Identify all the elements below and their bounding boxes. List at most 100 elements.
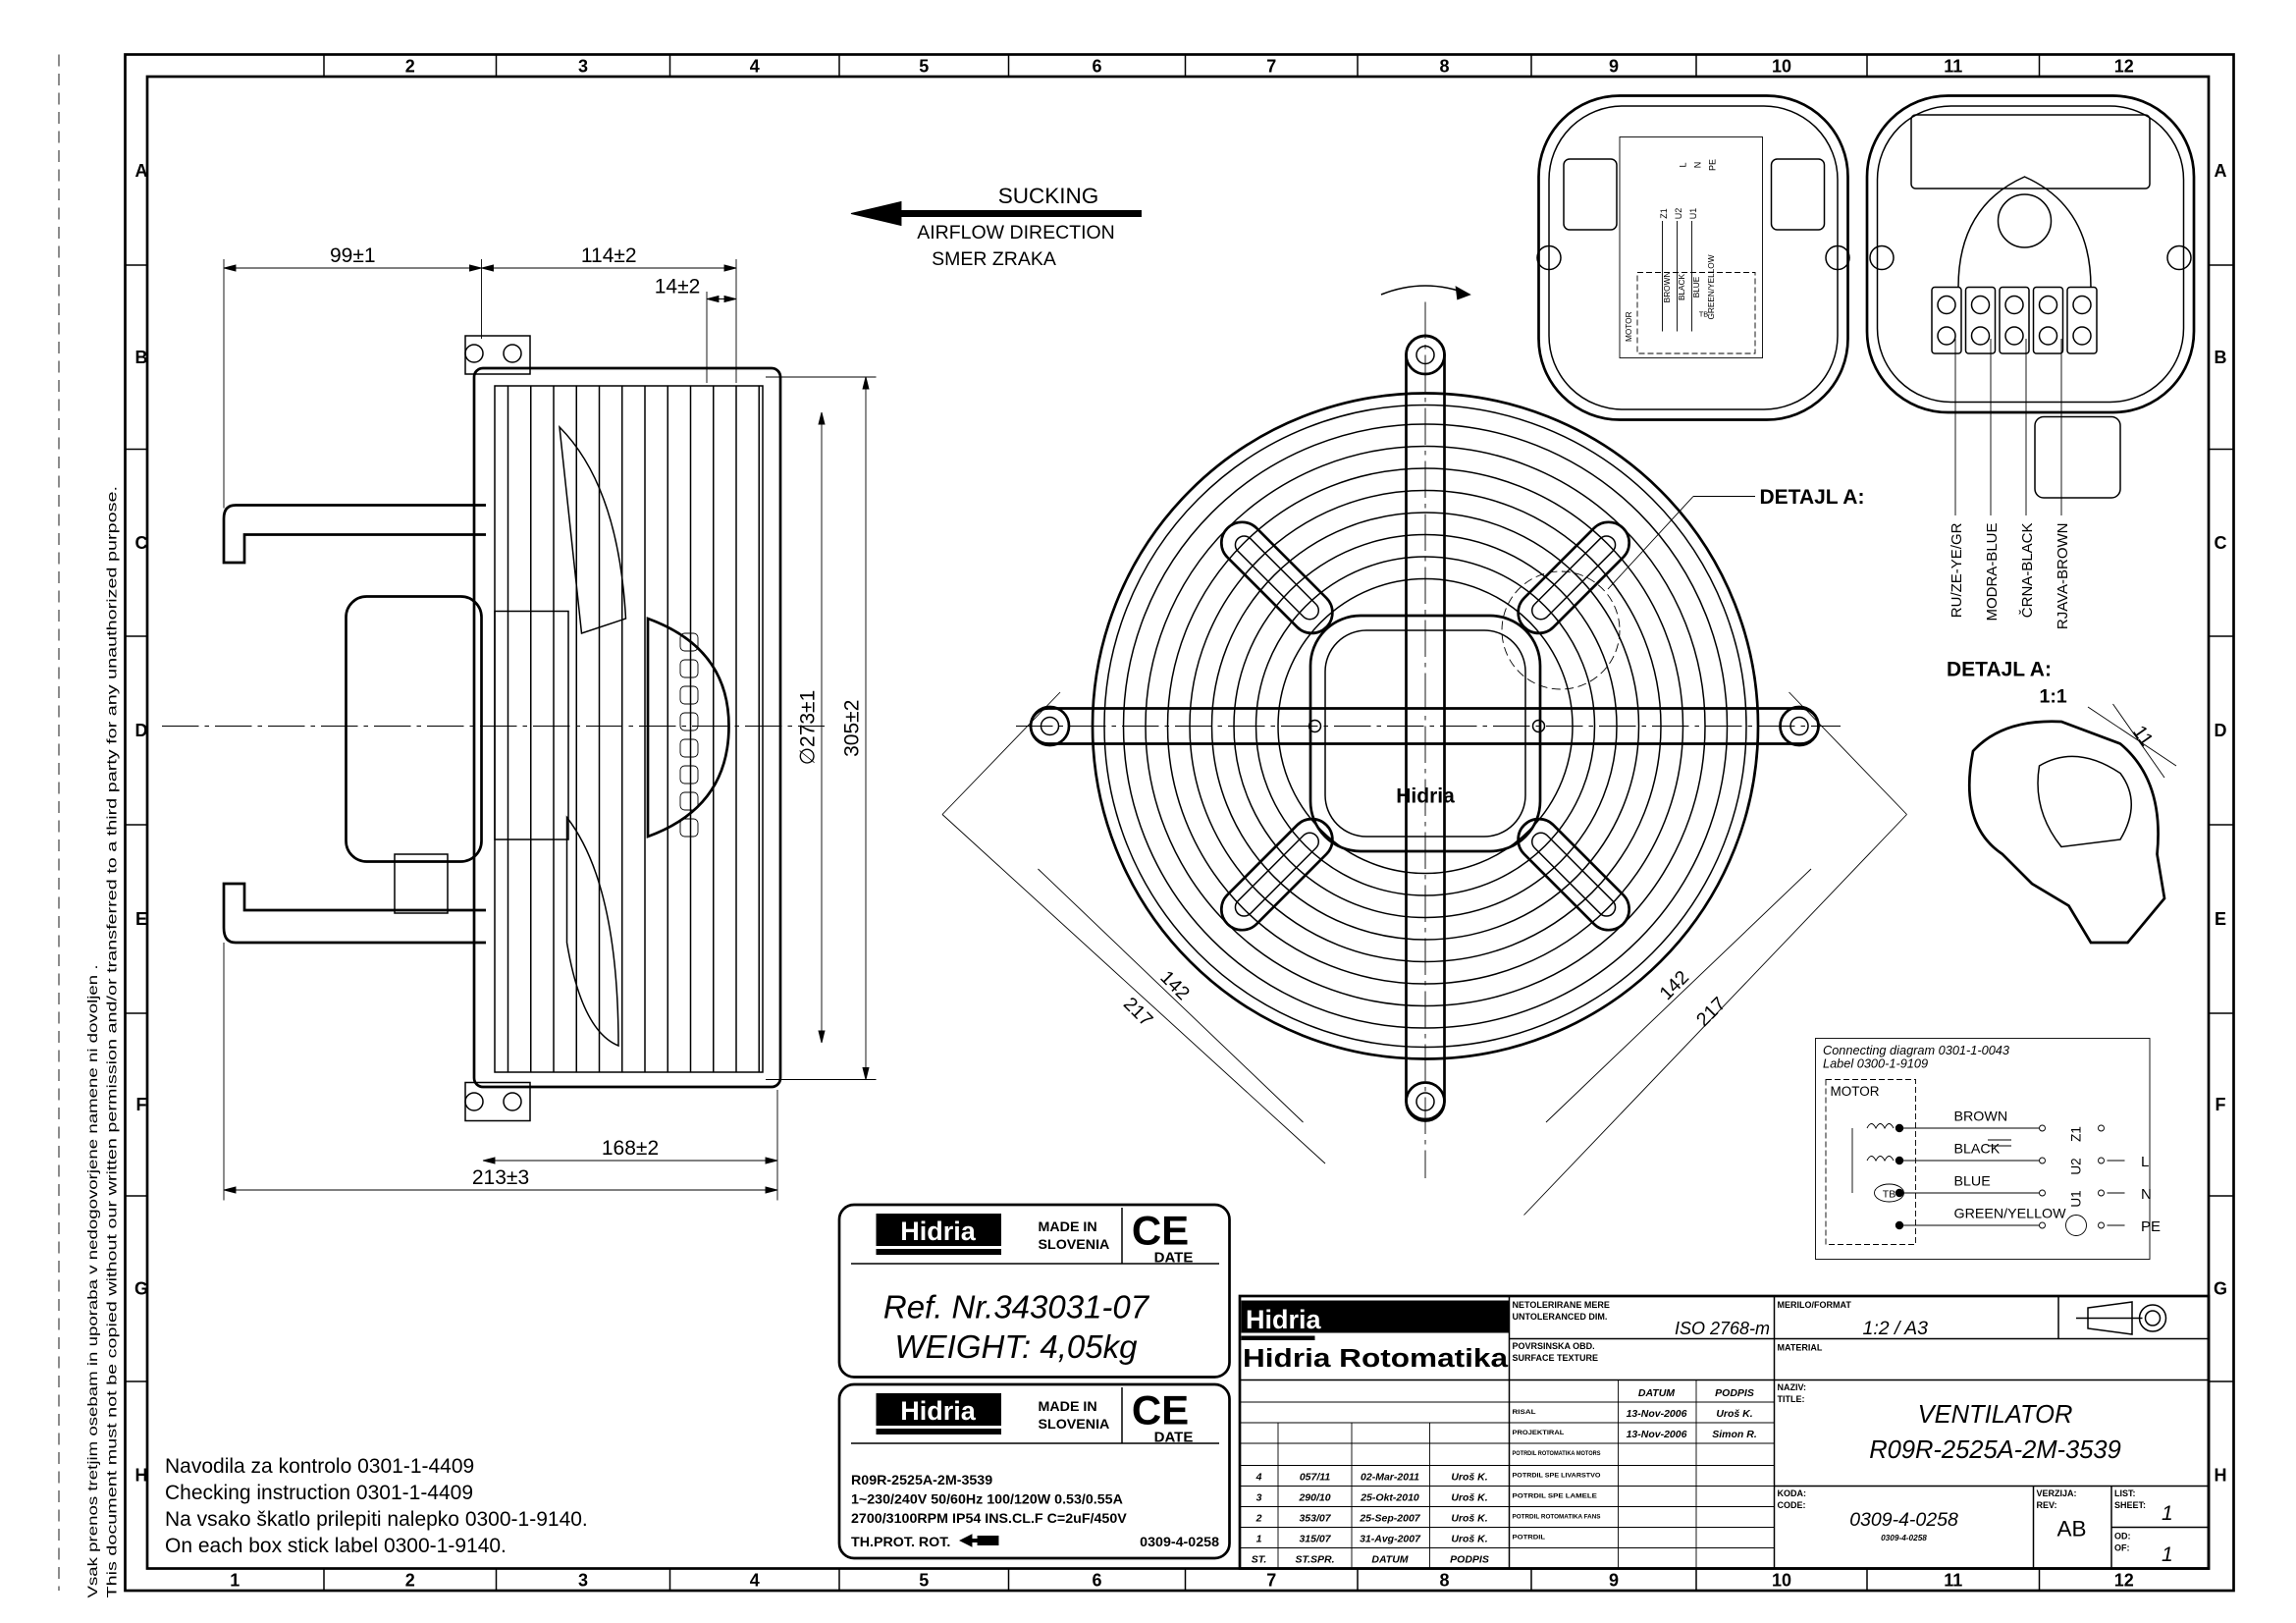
column-label-bottom: 3 — [578, 1571, 588, 1591]
notes: Navodila za kontrolo 0301-1-4409Checking… — [165, 1455, 588, 1557]
cover-hinge — [1910, 114, 2151, 189]
dim-142-left: 142 — [1155, 966, 1194, 1004]
terminal-icon — [2098, 1221, 2105, 1229]
datum-header: DATUM — [1638, 1387, 1675, 1399]
row-label-left: D — [135, 721, 148, 740]
arm-slot — [1517, 817, 1631, 932]
screw-hole-icon — [1825, 244, 1850, 271]
note-line: Checking instruction 0301-1-4409 — [165, 1482, 473, 1504]
junction-dot — [1895, 1156, 1904, 1165]
side-view — [162, 335, 826, 1122]
approval-role: POTRDIL SPE LIVARSTVO — [1513, 1473, 1601, 1480]
detail-a-slot — [2037, 755, 2132, 848]
arm-slot — [1517, 520, 1631, 635]
column-label-bottom: 5 — [919, 1571, 929, 1591]
cable-gland — [394, 853, 449, 914]
hub-rib — [679, 712, 699, 731]
revision-podpis: Uroš K. — [1451, 1472, 1487, 1484]
hidria-logo — [1241, 1300, 1510, 1333]
bolt-icon — [464, 1092, 484, 1111]
surface-label: POVRSINSKA OBD. — [1513, 1341, 1595, 1351]
column-label-top: 8 — [1439, 57, 1449, 77]
extension-line — [941, 691, 1061, 815]
mount-hole-icon — [1415, 1092, 1435, 1111]
latch-right — [1770, 158, 1826, 231]
terminal-screw-icon — [1970, 295, 1991, 315]
row-label-left: H — [135, 1465, 148, 1485]
guard-ring — [1210, 512, 1640, 941]
revision-datum: 02-Mar-2011 — [1361, 1472, 1419, 1484]
column-label-top: 3 — [578, 57, 588, 77]
hub-rib — [679, 765, 699, 784]
output-label: L — [2141, 1154, 2149, 1170]
row-label-left: E — [135, 909, 147, 929]
wire-color-label: ČRNA-BLACK — [2019, 522, 2036, 618]
row-label-left: A — [135, 161, 148, 181]
terminal-block — [1964, 286, 1997, 354]
column-label-top: 12 — [2114, 57, 2134, 77]
revision-st-spr: 353/07 — [1299, 1513, 1331, 1525]
code-label-en: CODE: — [1778, 1500, 1806, 1510]
logo-underline — [876, 1249, 1002, 1255]
dimension-arrow-icon — [482, 1157, 778, 1164]
rotation-arrow-icon — [958, 1534, 999, 1547]
coil-icon — [1866, 1156, 1895, 1163]
terminal-icon — [2098, 1124, 2105, 1132]
guard-ring — [1189, 489, 1662, 963]
dimension-line — [1038, 868, 1304, 1123]
front-view: Hidria — [1016, 285, 1842, 1178]
junction-dot — [1895, 1123, 1904, 1133]
wire-label: GREEN/YELLOW — [1954, 1207, 2067, 1222]
inner-border — [145, 75, 2211, 1570]
mount-hole-icon — [1415, 345, 1435, 365]
wire-name: GREEN/YELLOW — [1707, 254, 1716, 319]
of-label-en: OF: — [2114, 1543, 2130, 1553]
approval-role: POTRDIL — [1513, 1535, 1546, 1542]
arm-slot-inner — [1530, 832, 1617, 917]
diagram-title: Connecting diagram 0301-1-0043 — [1823, 1043, 2009, 1057]
hub-rib — [679, 685, 699, 705]
hidria-logo-small: Hidria — [1246, 1305, 1322, 1334]
column-label-bottom: 12 — [2114, 1571, 2134, 1591]
blade-top — [559, 424, 627, 635]
screw-icon — [1531, 719, 1546, 733]
extension-line — [1789, 691, 1907, 815]
detail-a-title: DETAJL A: — [1947, 659, 2052, 681]
airflow-direction-label: AIRFLOW DIRECTION — [917, 222, 1115, 243]
column-label-bottom: 1 — [230, 1571, 240, 1591]
dimension-line — [2087, 706, 2177, 767]
row-label-right: B — [2215, 348, 2227, 367]
tb-label: TB — [1699, 310, 1709, 319]
electrical-spec: 1~230/240V 50/60Hz 100/120W 0.53/0.55A — [851, 1492, 1123, 1508]
wire-name: BLUE — [1692, 276, 1701, 298]
terminal-screw-icon — [1937, 295, 1956, 315]
motor-box — [1825, 1079, 1916, 1245]
column-label-bottom: 11 — [1944, 1571, 1962, 1591]
column-label-top: 11 — [1944, 57, 1962, 77]
guard-ring — [1145, 445, 1706, 1007]
terminal-block — [2066, 286, 2098, 354]
label-outline — [837, 1203, 1231, 1379]
terminal-icon — [2098, 1157, 2105, 1164]
hub-rib — [679, 818, 699, 838]
screw-hole-icon — [1536, 244, 1562, 271]
approval-role: PROJEKTIRAL — [1513, 1430, 1565, 1436]
dim-11: 11 — [2128, 722, 2158, 750]
terminal-screw-icon — [2038, 326, 2058, 346]
extension-line — [2112, 703, 2165, 779]
dimension-arrow-icon — [223, 264, 482, 272]
terminal-block — [1931, 286, 1962, 354]
note-line: On each box stick label 0300-1-9140. — [165, 1535, 507, 1557]
diagram-box — [1815, 1038, 2151, 1260]
ref-number: Ref. Nr.343031-07 — [883, 1289, 1150, 1325]
sheet-label: LIST: — [2114, 1488, 2136, 1498]
column-label-top: 5 — [919, 57, 929, 77]
terminal-screw-icon — [2072, 326, 2092, 346]
airflow-arrow-icon — [850, 200, 1142, 227]
hub-rib — [679, 738, 699, 758]
diagram-subtitle: Label 0300-1-9109 — [1823, 1056, 1928, 1071]
